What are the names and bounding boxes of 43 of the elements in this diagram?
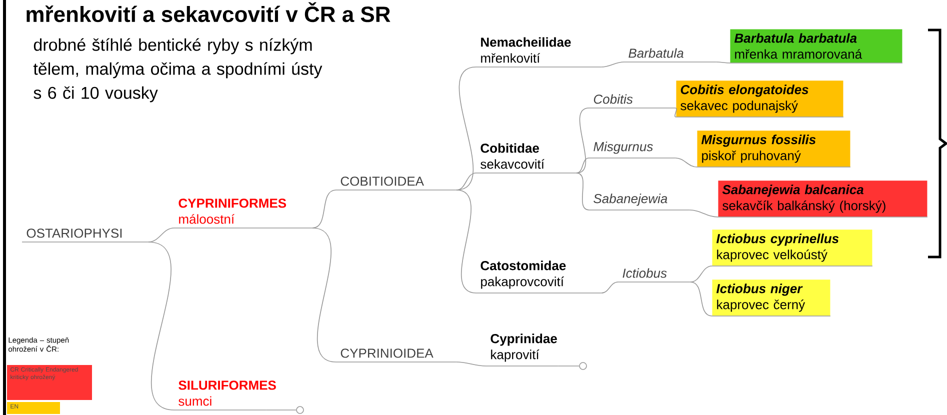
species-box: Ictiobus cyprinellus kaprovec velkoústý	[712, 230, 873, 266]
family-label: Nemacheilidae mřenkovití	[476, 37, 602, 68]
order-label: CYPRINIFORMES máloostní	[174, 198, 313, 228]
branch-line	[601, 282, 618, 294]
end-circle	[296, 406, 304, 414]
description-text: drobné štíhlé bentické ryby s nízkým tělem, malýma očima a spodními ústy s 6 či 10 vousky	[33, 38, 322, 102]
genus-label: Sabanejewia	[588, 194, 690, 210]
species-box: Sabanejewia balcanica sekavčík balkánský (horský)	[718, 180, 928, 218]
branch-line	[576, 172, 590, 210]
branch-line	[456, 66, 476, 190]
branch-line	[674, 108, 677, 118]
taxon-label: COBITIOIDEA	[336, 176, 457, 190]
branch-line	[675, 158, 698, 168]
branch-line	[456, 172, 476, 190]
species-box: Ictiobus niger kaprovec černý	[712, 280, 831, 316]
branch-line	[690, 266, 712, 282]
taxon-label: CYPRINIOIDEA	[336, 348, 457, 362]
title: mřenkovití a sekavcovití v ČR a SR	[26, 2, 390, 22]
branch-line	[689, 210, 718, 218]
branch-line	[716, 62, 730, 64]
genus-label: Barbatula	[624, 48, 717, 62]
branch-line	[576, 108, 590, 174]
branch-line	[576, 158, 590, 174]
species-box: Barbatula barbatula mřenka mramorovaná	[730, 29, 903, 64]
order-label: SILURIFORMES sumci	[174, 380, 276, 410]
species-box: Cobitis elongatoides sekavec podunajský	[676, 80, 844, 118]
genus-label: Cobitis	[588, 94, 676, 108]
branch-line	[601, 62, 624, 68]
branch-line	[312, 190, 336, 228]
branch-line	[456, 362, 486, 366]
branch-line	[312, 228, 336, 362]
genus-label: Misgurnus	[588, 142, 676, 158]
end-circle	[579, 362, 587, 370]
species-box: Misgurnus fossilis piskoř pruhovaný	[696, 130, 851, 168]
branch-line	[456, 190, 476, 294]
genus-label: Ictiobus	[618, 268, 691, 282]
family-label: Catostomidae pakaprovcovití	[476, 260, 602, 294]
branch-line	[690, 282, 712, 316]
family-label: Cobitidae sekavcovití	[476, 143, 577, 174]
family-label: Cyprinidae kaprovití	[486, 334, 559, 366]
taxon-label: OSTARIOPHYSI	[22, 228, 149, 242]
branch-line	[148, 228, 174, 242]
branch-line	[148, 242, 174, 410]
